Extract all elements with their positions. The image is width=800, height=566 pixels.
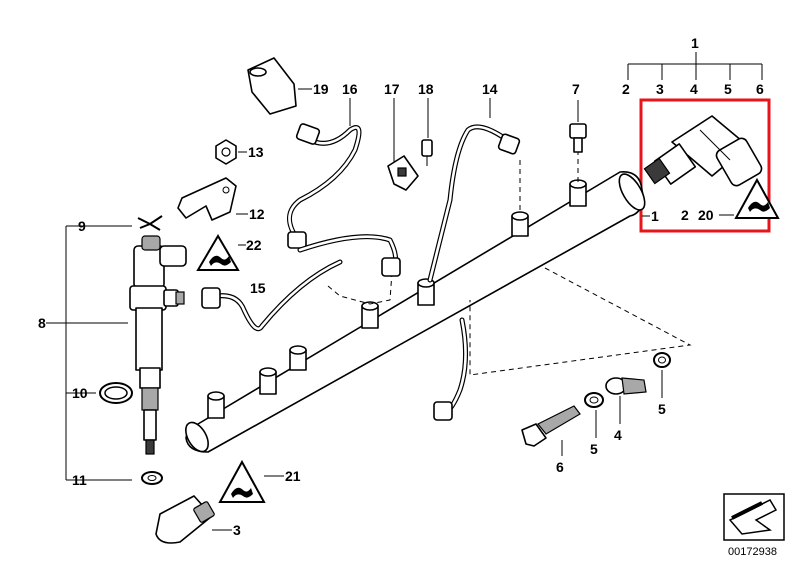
warning-triangle-icon-21: [218, 459, 266, 503]
callout-4-mid[interactable]: 4: [614, 427, 622, 443]
callout-5-right[interactable]: 5: [658, 401, 666, 417]
callout-1-rail[interactable]: 1: [651, 208, 659, 224]
callout-4-top[interactable]: 4: [690, 81, 698, 97]
assembly-guide-lines: [327, 150, 692, 376]
callout-1-top[interactable]: 1: [691, 35, 699, 51]
washer-11[interactable]: [141, 471, 163, 485]
pressure-control-valve[interactable]: [643, 115, 763, 188]
callout-9[interactable]: 9: [78, 218, 86, 234]
o-ring-10[interactable]: [99, 382, 133, 404]
rail-boss: [569, 179, 587, 207]
injector-pipe-center[interactable]: [297, 234, 401, 277]
callout-tree-left: [46, 225, 132, 481]
bolt-18[interactable]: [421, 139, 433, 166]
rail-boss: [289, 345, 307, 371]
callout-11[interactable]: 11: [72, 472, 87, 488]
callout-16[interactable]: 16: [342, 81, 358, 97]
injector-pipe-14[interactable]: [427, 124, 521, 421]
rail-boss: [361, 301, 379, 329]
callout-7[interactable]: 7: [572, 81, 580, 97]
warning-triangle-icon-20: [734, 177, 780, 219]
bracket-12[interactable]: [177, 177, 237, 221]
clip-9[interactable]: [137, 215, 163, 231]
callout-3-sensor[interactable]: 3: [233, 522, 241, 538]
highlight-box-pressure-valve: [639, 98, 771, 233]
washer-5-right[interactable]: [653, 352, 671, 368]
callout-5-mid[interactable]: 5: [590, 441, 598, 457]
callout-6-bottom[interactable]: 6: [556, 459, 564, 475]
callout-6-top[interactable]: 6: [756, 81, 764, 97]
diagram-number: 00172938: [728, 546, 777, 558]
fuel-injector-8[interactable]: [129, 235, 187, 455]
callout-18[interactable]: 18: [418, 81, 434, 97]
callout-20[interactable]: 20: [698, 207, 714, 223]
callout-17[interactable]: 17: [384, 81, 400, 97]
callout-13[interactable]: 13: [248, 144, 264, 160]
pressure-sensor-3[interactable]: [155, 495, 215, 544]
warning-triangle-icon-22: [196, 234, 240, 271]
callout-12[interactable]: 12: [249, 206, 265, 222]
rail-boss: [259, 367, 277, 395]
next-page-arrow-icon[interactable]: [723, 493, 785, 541]
callout-5-top[interactable]: 5: [724, 81, 732, 97]
callout-22[interactable]: 22: [246, 237, 262, 253]
callout-3-top[interactable]: 3: [656, 81, 664, 97]
callout-21[interactable]: 21: [285, 468, 301, 484]
callout-8[interactable]: 8: [38, 315, 46, 331]
nut-13[interactable]: [215, 139, 237, 165]
callout-15[interactable]: 15: [250, 280, 266, 296]
injector-pipe-16[interactable]: [287, 123, 362, 249]
banjo-fitting-4[interactable]: [605, 377, 647, 395]
banjo-bolt-6[interactable]: [521, 405, 581, 447]
callout-2-valve[interactable]: 2: [681, 207, 689, 223]
fuel-rail[interactable]: [181, 170, 650, 455]
bracket-17[interactable]: [387, 155, 419, 191]
rail-boss: [207, 391, 225, 419]
washer-5-mid[interactable]: [584, 392, 604, 408]
callout-19[interactable]: 19: [313, 81, 329, 97]
bolt-7[interactable]: [569, 123, 587, 153]
callout-10[interactable]: 10: [72, 385, 88, 401]
clamp-block-19[interactable]: [247, 57, 297, 115]
callout-14[interactable]: 14: [482, 81, 498, 97]
rail-boss: [511, 211, 529, 237]
callout-2-top[interactable]: 2: [622, 81, 630, 97]
injector-pipe-15[interactable]: [201, 259, 343, 332]
rail-boss: [417, 278, 435, 306]
callout-tree-top: [627, 52, 763, 80]
